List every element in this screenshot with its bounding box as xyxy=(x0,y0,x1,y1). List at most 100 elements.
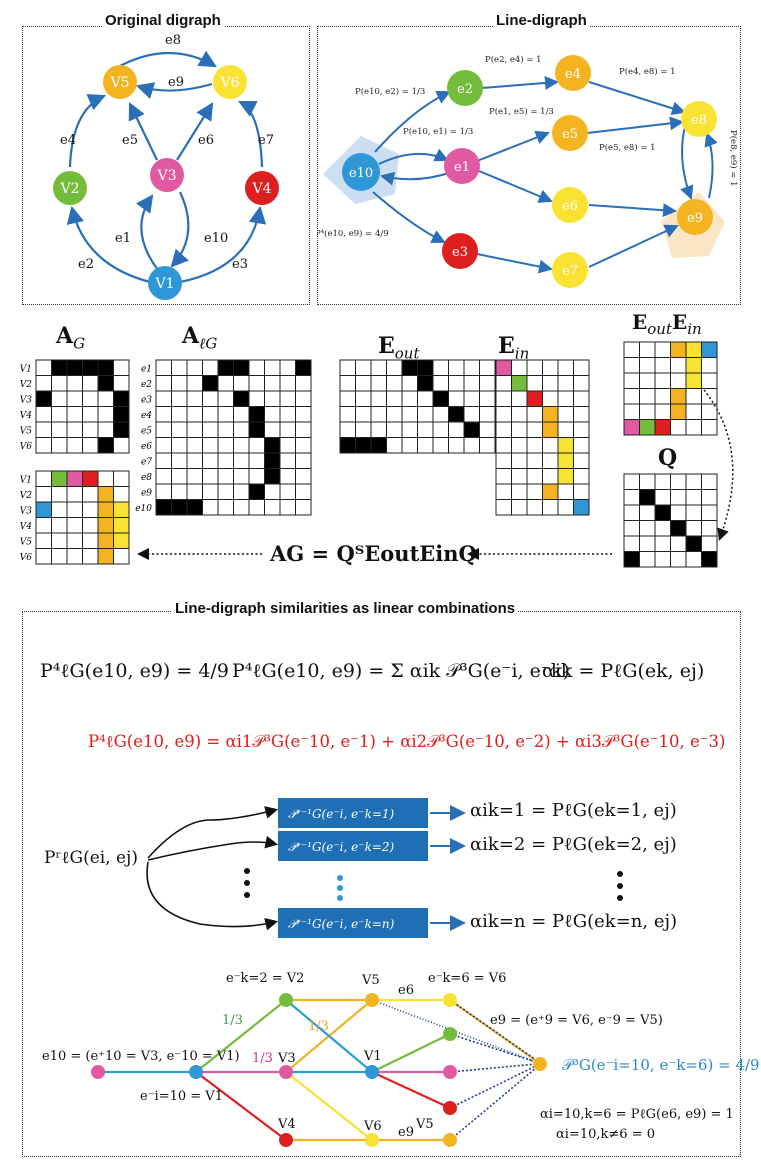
svg-text:e6: e6 xyxy=(562,199,578,214)
edge-e8 xyxy=(119,50,217,68)
svg-text:e9: e9 xyxy=(141,489,152,499)
equation-arrows xyxy=(137,548,612,560)
svg-text:e10 = (e⁺10 = V3, e⁻10 = V1): e10 = (e⁺10 = V3, e⁻10 = V1) xyxy=(42,1049,240,1064)
svg-text:e4: e4 xyxy=(141,411,152,421)
similarity-box-k1 xyxy=(278,798,428,828)
svg-text:e4: e4 xyxy=(565,67,581,82)
svg-text:e10: e10 xyxy=(135,504,152,514)
line-node-e3 xyxy=(442,233,478,269)
similarity-box-kn xyxy=(278,908,428,938)
branching-diagram: 𝒫ʳ⁻¹G(e⁻i, e⁻k=1) 𝒫ʳ⁻¹G(e⁻i, e⁻k=2) 𝒫ʳ⁻¹… xyxy=(146,798,623,938)
node-label-v3: V3 xyxy=(156,168,176,184)
svg-text:V3: V3 xyxy=(20,507,32,517)
line-node-e2 xyxy=(447,70,483,106)
svg-text:e2: e2 xyxy=(457,82,473,97)
svg-text:1/3: 1/3 xyxy=(222,1013,243,1028)
original-digraph: V1 V2 V3 V4 V5 V6 e1 e2 e3 e4 e5 e6 e7 e… xyxy=(53,33,279,300)
formula-alpha-kn: αik=n = PℓG(ek=n, ej) xyxy=(470,911,678,932)
formula-red-expansion: P⁴ℓG(e10, e9) = αi1𝒫³G(e⁻10, e⁻1) + αi2𝒫… xyxy=(88,732,726,751)
line-node-e10 xyxy=(342,153,380,191)
matrix-title-ag: AG xyxy=(56,323,86,353)
node-v5 xyxy=(103,65,137,99)
svg-text:V1: V1 xyxy=(20,476,32,486)
line-node-e8 xyxy=(681,101,717,137)
matrix-title-q: Q xyxy=(658,445,678,471)
line-node-e6 xyxy=(552,187,588,223)
line-digraph: e10 e2 e1 e3 e4 e5 e6 e7 e8 e9 P(e10, e2… xyxy=(317,54,739,288)
eoutein-to-q-arrow xyxy=(703,389,734,541)
edge-e10 xyxy=(170,191,190,268)
edge-e1 xyxy=(135,194,159,271)
svg-text:1/3: 1/3 xyxy=(308,1019,329,1034)
prob-e8-e9: P(e8, e9) = 1 xyxy=(728,130,739,187)
svg-text:e7: e7 xyxy=(141,458,152,468)
node-v1 xyxy=(148,266,182,300)
svg-text:V4: V4 xyxy=(277,1117,296,1132)
svg-text:e⁻i=10 = V1: e⁻i=10 = V1 xyxy=(140,1089,223,1104)
edge-label-e6: e6 xyxy=(198,133,214,148)
matrix-q xyxy=(623,473,718,568)
svg-text:V1: V1 xyxy=(363,1049,382,1064)
edge-e2 xyxy=(66,205,151,284)
svg-text:e1: e1 xyxy=(454,160,470,175)
svg-text:V3: V3 xyxy=(20,396,32,406)
svg-text:V1: V1 xyxy=(20,365,32,375)
svg-text:e6: e6 xyxy=(398,983,414,998)
svg-text:e6: e6 xyxy=(141,442,152,452)
svg-text:V2: V2 xyxy=(20,380,32,390)
svg-text:V6: V6 xyxy=(20,442,32,452)
matrix-title-alg: AℓG xyxy=(182,323,218,353)
svg-text:V5: V5 xyxy=(415,1117,434,1132)
svg-text:V6: V6 xyxy=(20,553,32,563)
svg-text:αi=10,k≠6 = 0: αi=10,k≠6 = 0 xyxy=(556,1127,655,1142)
line-node-e4 xyxy=(555,55,591,91)
line-node-e9 xyxy=(677,199,713,235)
svg-text:e2: e2 xyxy=(141,380,152,390)
matrix-title-eoutein: EoutEin xyxy=(632,310,702,338)
formula-p4-sum: P⁴ℓG(e10, e9) = Σ αik 𝒫³G(e⁻i, e⁻k) xyxy=(232,660,570,682)
prob-e2-e4: P(e2, e4) = 1 xyxy=(485,54,542,65)
prob-e1-e5: P(e1, e5) = 1/3 xyxy=(489,106,554,117)
formula-alpha-k1: αik=1 = PℓG(ek=1, ej) xyxy=(470,800,677,821)
svg-text:V6: V6 xyxy=(363,1119,382,1134)
formula-alpha-def: αik = PℓG(ek, ej) xyxy=(542,660,705,682)
formula-p4-value: P⁴ℓG(e10, e9) = 4/9 xyxy=(40,660,229,682)
edge-e7 xyxy=(238,101,264,168)
line-node-e7 xyxy=(552,252,588,288)
matrix-title-ein: Ein xyxy=(498,333,530,363)
matrix-title-eout: Eout xyxy=(378,333,420,363)
edge-label-e8: e8 xyxy=(165,33,181,48)
svg-text:V3: V3 xyxy=(277,1051,296,1066)
edge-label-e5: e5 xyxy=(122,133,138,148)
svg-text:e7: e7 xyxy=(562,264,578,279)
prob-e4-e8: P(e4, e8) = 1 xyxy=(619,66,676,77)
edge-label-e2: e2 xyxy=(78,257,94,272)
svg-text:1/3: 1/3 xyxy=(252,1051,273,1066)
svg-text:V5: V5 xyxy=(20,538,32,548)
svg-text:𝒫ʳ⁻¹G(e⁻i, e⁻k=1): 𝒫ʳ⁻¹G(e⁻i, e⁻k=1) xyxy=(288,807,395,821)
svg-text:e⁻k=2 = V2: e⁻k=2 = V2 xyxy=(226,971,304,986)
node-label-v1: V1 xyxy=(154,276,174,292)
edge-label-e7: e7 xyxy=(258,133,274,148)
svg-text:e9: e9 xyxy=(687,211,703,226)
formula-pr: PʳℓG(ei, ej) xyxy=(44,848,138,868)
matrices: V1V2V3V4V5V6V1V2V3V4V5V6e1e2e3e4e5e6e7e8… xyxy=(20,341,718,568)
matrix-ein xyxy=(495,359,590,516)
edge-label-e9: e9 xyxy=(168,75,184,90)
edge-e6 xyxy=(176,102,214,161)
svg-text:𝒫³G(e⁻i=10, e⁻k=6) = 4/9: 𝒫³G(e⁻i=10, e⁻k=6) = 4/9 xyxy=(562,1056,760,1074)
svg-text:V5: V5 xyxy=(20,427,32,437)
svg-text:V4: V4 xyxy=(20,411,32,421)
node-v4 xyxy=(245,171,279,205)
prob-e5-e8: P(e5, e8) = 1 xyxy=(599,142,656,153)
matrix-eoutein xyxy=(623,341,718,436)
svg-text:V4: V4 xyxy=(20,522,32,532)
svg-text:e3: e3 xyxy=(141,396,152,406)
svg-text:e3: e3 xyxy=(452,245,468,260)
svg-text:e8: e8 xyxy=(141,473,152,483)
svg-text:e⁻k=6 = V6: e⁻k=6 = V6 xyxy=(428,971,506,986)
svg-text:e8: e8 xyxy=(691,113,707,128)
